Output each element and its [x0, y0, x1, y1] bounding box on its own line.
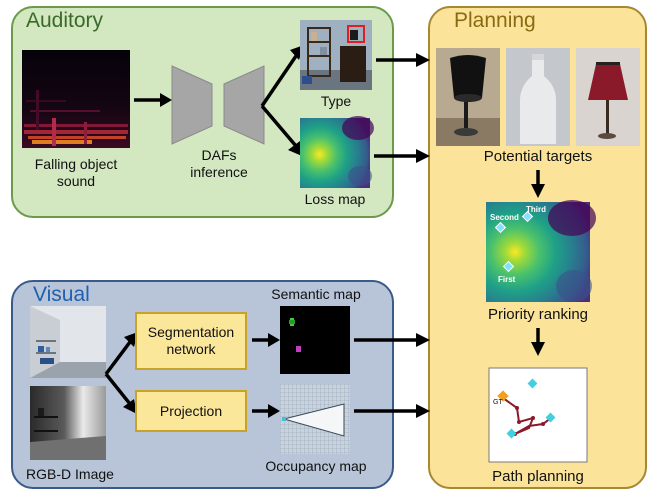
rank-third-label: Third — [526, 205, 546, 214]
rank-first-marker — [502, 260, 515, 273]
segmentation-network-box: Segmentation network — [135, 312, 247, 370]
rgbd-label: RGB-D Image — [26, 466, 114, 482]
segmentation-label: Segmentation network — [147, 324, 235, 357]
arrow-rgbd-branch — [104, 332, 138, 414]
target-red-lamp-image — [576, 48, 640, 146]
arrow-targets-to-ranking — [531, 170, 545, 198]
priority-ranking-map: Second Third First — [486, 200, 596, 302]
arrow-type-to-planning — [376, 53, 430, 67]
arrow-loss-to-planning — [374, 149, 430, 163]
arrow-sound-to-dafs — [134, 93, 172, 107]
depth-image — [30, 386, 106, 460]
arrow-proj-to-occupancy — [252, 404, 280, 418]
visual-title: Visual — [33, 283, 90, 306]
auditory-title: Auditory — [26, 9, 104, 32]
arrow-seg-to-semantic — [252, 333, 280, 347]
projection-label: Projection — [159, 402, 223, 419]
sound-label: Falling object sound — [34, 156, 118, 189]
path-planning-label: Path planning — [492, 468, 584, 485]
occupancy-map-label: Occupancy map — [265, 458, 367, 474]
rank-second-label: Second — [490, 213, 519, 222]
loss-map-label: Loss map — [304, 191, 366, 207]
type-label: Type — [320, 93, 352, 109]
gt-label: GT — [493, 399, 503, 406]
target-white-bottle-image — [506, 48, 570, 146]
dafs-network-icon — [171, 65, 265, 145]
arrow-ranking-to-path — [531, 328, 545, 356]
priority-ranking-label: Priority ranking — [487, 306, 589, 323]
potential-targets-label: Potential targets — [483, 148, 593, 165]
occupancy-map-image — [280, 384, 350, 454]
rank-second-marker — [494, 221, 507, 234]
target-black-lamp-image — [436, 48, 500, 146]
planning-title: Planning — [454, 9, 536, 32]
projection-box: Projection — [135, 390, 247, 432]
arrow-occupancy-to-planning — [354, 404, 430, 418]
rank-third-marker — [521, 210, 534, 223]
arrow-semantic-to-planning — [354, 333, 430, 347]
rgb-image — [30, 306, 106, 378]
path-planning-map: GT — [488, 367, 588, 463]
rank-first-label: First — [498, 275, 516, 284]
dafs-label: DAFs inference — [190, 147, 248, 180]
semantic-map-label: Semantic map — [271, 286, 361, 302]
loss-map-image — [300, 116, 374, 188]
type-image — [300, 20, 372, 90]
sound-spectrogram — [22, 50, 130, 148]
semantic-map-image — [280, 306, 350, 374]
